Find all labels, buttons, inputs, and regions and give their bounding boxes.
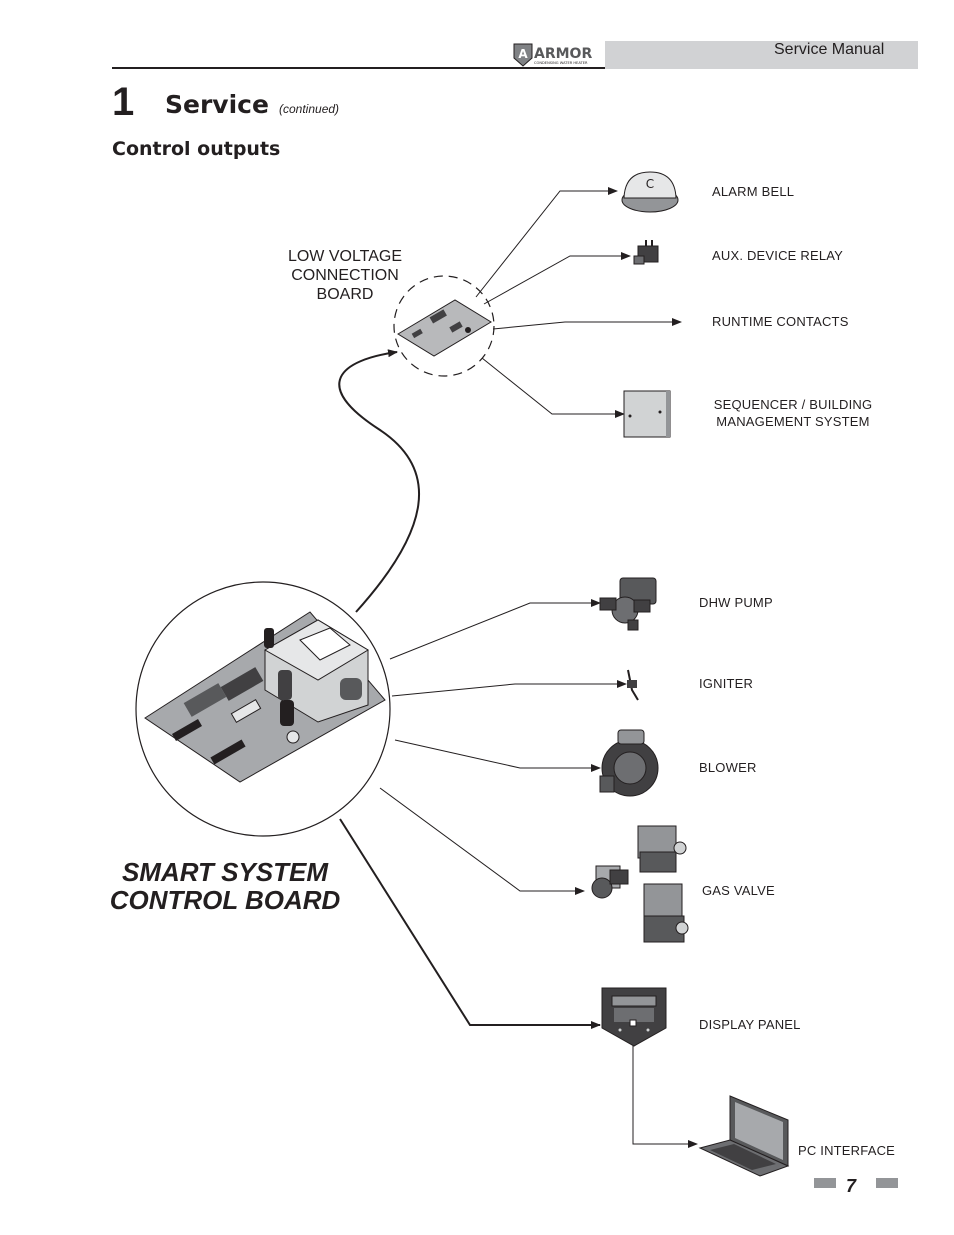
chapter-number: 1 [112, 80, 135, 124]
continued-note: (continued) [279, 102, 340, 116]
gas-valve-icon [591, 825, 689, 943]
blower-icon [599, 729, 659, 797]
runtime-contacts-label: RUNTIME CONTACTS [712, 314, 849, 329]
dhw-pump-label: DHW PUMP [699, 595, 773, 610]
igniter-label: IGNITER [699, 676, 754, 691]
alarm-bell-icon: C [621, 171, 679, 213]
pc-interface-label: PC INTERFACE [798, 1143, 896, 1158]
logo-tagline: CONDENSING WATER HEATER [534, 61, 588, 65]
page-number: 7 [846, 1176, 857, 1196]
header-rule [112, 67, 605, 69]
header-bar [605, 41, 918, 69]
page-number-bar-left [814, 1178, 836, 1188]
section-title: Service [165, 90, 269, 119]
relay-icon [633, 240, 659, 265]
svg-text:C: C [646, 177, 654, 191]
board-connection-cable [338, 349, 421, 613]
armor-logo: A ARMOR CONDENSING WATER HEATER [513, 43, 592, 67]
svg-text:A: A [518, 47, 528, 61]
low-voltage-board-label: LOW VOLTAGE CONNECTION BOARD [287, 248, 403, 303]
gas-valve-label: GAS VALVE [702, 883, 775, 898]
smart-system-control-board [135, 581, 391, 837]
display-panel-icon [601, 987, 667, 1047]
alarm-bell-label: ALARM BELL [712, 184, 795, 199]
sequencer-label: SEQUENCER / BUILDING MANAGEMENT SYSTEM [713, 397, 873, 429]
display-panel-label: DISPLAY PANEL [699, 1017, 801, 1032]
subsection-title: Control outputs [112, 138, 281, 160]
main-board-label: SMART SYSTEM CONTROL BOARD [109, 857, 341, 915]
main-output-wires [339, 599, 698, 1148]
low-voltage-board [393, 275, 495, 377]
page-number-bar-right [876, 1178, 898, 1188]
blower-label: BLOWER [699, 760, 757, 775]
igniter-icon [627, 669, 639, 701]
logo-wordmark: ARMOR [534, 46, 592, 62]
manual-title: Service Manual [774, 41, 885, 58]
lv-output-wires [475, 187, 682, 418]
aux-device-relay-label: AUX. DEVICE RELAY [712, 248, 844, 263]
dhw-pump-icon [599, 577, 657, 631]
laptop-icon [698, 1095, 790, 1177]
sequencer-box-icon [623, 390, 671, 438]
